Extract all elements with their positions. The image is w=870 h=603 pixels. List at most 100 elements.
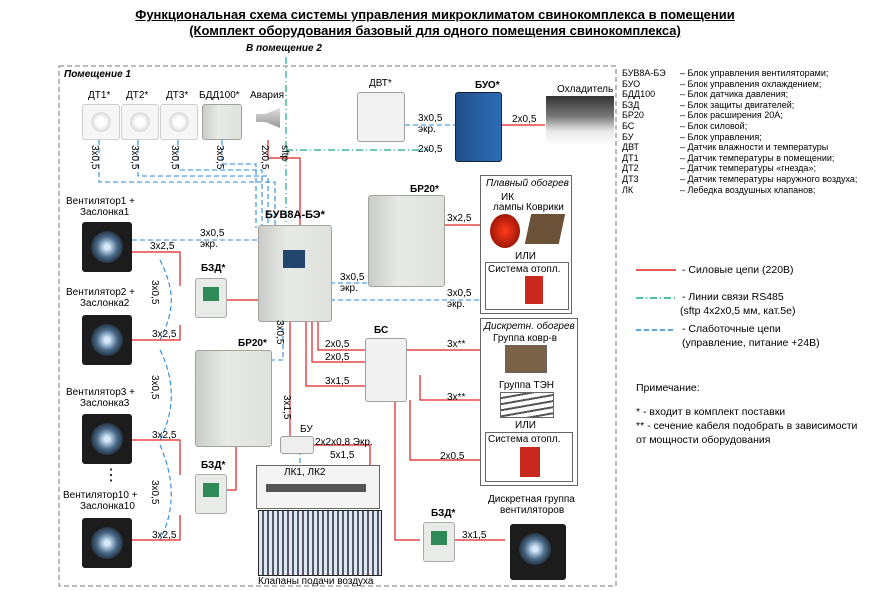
fan2-label: Вентилятор2 + bbox=[66, 287, 135, 298]
buv-display bbox=[283, 250, 305, 268]
legend-low: - Слаботочные цепи bbox=[682, 323, 781, 335]
bzd2-device bbox=[195, 474, 227, 514]
legend-abbr-value: – Блок силовой; bbox=[680, 121, 748, 131]
dgroup-label-b: вентиляторов bbox=[500, 505, 565, 516]
cable-mats: 3х** bbox=[447, 339, 466, 350]
mats-group-icon bbox=[505, 345, 547, 373]
buo-device bbox=[455, 92, 502, 162]
fan3-power bbox=[132, 439, 181, 475]
buv-bs-2 bbox=[311, 320, 365, 363]
legend-abbr-key: ДТ2 bbox=[622, 163, 639, 174]
legend-abbr-key: ДТ1 bbox=[622, 152, 639, 163]
boiler-icon bbox=[525, 276, 543, 304]
cable-dt3: 3х0,5 bbox=[169, 145, 180, 170]
buv-bs-3 bbox=[305, 320, 365, 387]
fan1-label-b: Заслонка1 bbox=[80, 207, 130, 218]
bzd3-label: БЗД* bbox=[431, 508, 456, 519]
ten-group-icon bbox=[500, 392, 554, 418]
cable-buv-br20a-ekr: экр. bbox=[340, 283, 358, 294]
lk-winch-icon bbox=[266, 484, 366, 492]
cooler-device bbox=[546, 96, 614, 146]
legend-abbr-value: – Блок управления; bbox=[680, 131, 762, 142]
note-2: ** - сечение кабеля подобрать в зависимо… bbox=[636, 420, 858, 432]
alarm-wire bbox=[267, 140, 301, 228]
valves-image bbox=[258, 510, 382, 576]
or2-label: ИЛИ bbox=[515, 420, 536, 431]
ir-label: ИК bbox=[501, 192, 515, 203]
cable-dvt: 3х0,5 bbox=[418, 113, 443, 124]
dt1-wire bbox=[98, 140, 276, 228]
cable-ten: 3х** bbox=[447, 392, 466, 403]
title-line1: Функциональная схема системы управления … bbox=[135, 7, 735, 22]
fan2-icon bbox=[82, 315, 132, 365]
note-1: * - входит в комплект поставки bbox=[636, 406, 786, 418]
cable-br20a: 3х2,5 bbox=[447, 213, 472, 224]
fan10-label-b: Заслонка10 bbox=[80, 501, 135, 512]
dt2-label: ДТ2* bbox=[126, 90, 149, 101]
legend-abbr-key: БУВ8А-БЭ bbox=[622, 68, 666, 78]
dt3-label: ДТ3* bbox=[166, 90, 189, 101]
fan-chain-2 bbox=[159, 349, 172, 441]
cable-bs2: 2х0,5 bbox=[325, 352, 350, 363]
heat1-label: Система отопл. bbox=[488, 264, 561, 275]
legend-abbr-key: БС bbox=[622, 121, 635, 131]
cable-sftp: sftp bbox=[279, 145, 290, 162]
cable-bu-lk2: 5х1,5 bbox=[330, 450, 355, 461]
bzd2-label: БЗД* bbox=[201, 460, 226, 471]
legend-abbr-value: – Блок управления охлаждением; bbox=[680, 78, 822, 89]
legend-rs485: - Линии связи RS485 bbox=[682, 291, 784, 303]
br20a-label: БР20* bbox=[410, 184, 439, 195]
legend-power: - Силовые цепи (220В) bbox=[682, 264, 794, 276]
boiler2-icon bbox=[520, 447, 540, 477]
cable-bu: 3х1,5 bbox=[281, 395, 292, 420]
legend-abbr-value: – Датчик температуры в помещении; bbox=[680, 152, 835, 163]
valves-label: Клапаны подачи воздуха bbox=[258, 576, 374, 587]
fan3-label-b: Заслонка3 bbox=[80, 398, 130, 409]
legend-abbr-key: БУ bbox=[622, 131, 634, 142]
legend-abbr-key: БДД100 bbox=[622, 89, 656, 100]
br20a-device bbox=[368, 195, 445, 287]
ir-label-b: лампы bbox=[493, 202, 524, 213]
legend-low-b: (управление, питание +24В) bbox=[682, 337, 820, 349]
note-3: от мощности оборудования bbox=[636, 434, 771, 446]
bdd-label: БДД100* bbox=[199, 90, 240, 101]
legend-abbr-key: ДВТ bbox=[622, 142, 639, 153]
cable-bzd3: 3х1,5 bbox=[462, 530, 487, 541]
heat2-label: Система отопл. bbox=[488, 434, 561, 445]
cable-fan1-ctrl-ekr: экр. bbox=[200, 239, 218, 250]
legend-abbr-key: ДТ3 bbox=[622, 174, 639, 184]
cable-heat1: 3х0,5 bbox=[447, 288, 472, 299]
cable-bu-lk1: 2х2х0,8 Экр. bbox=[315, 437, 373, 448]
fan3-label: Вентилятор3 + bbox=[66, 387, 135, 398]
cable-chain1: 3х0,5 bbox=[149, 280, 160, 305]
dgroup-label: Дискретная группа bbox=[488, 494, 575, 505]
cable-br20b: 3х0,5 bbox=[274, 320, 285, 345]
cable-heat2: 2х0,5 bbox=[440, 451, 465, 462]
legend-abbr-value: – Датчик влажности и температуры bbox=[680, 142, 829, 153]
dt2-wire bbox=[137, 140, 269, 228]
dt1-label: ДТ1* bbox=[88, 90, 111, 101]
bu-label: БУ bbox=[300, 424, 313, 435]
bzd1-device bbox=[195, 278, 227, 318]
smooth-label: Плавный обогрев bbox=[486, 178, 569, 189]
lk-label: ЛК1, ЛК2 bbox=[284, 467, 326, 478]
bdd-device bbox=[202, 104, 242, 140]
dt3-wire bbox=[177, 140, 263, 228]
cable-dt2: 3х0,5 bbox=[129, 145, 140, 170]
bs-ten bbox=[419, 375, 500, 401]
cable-rs485-buo: 2х0,5 bbox=[418, 144, 443, 155]
bs-bzd3 bbox=[394, 400, 420, 541]
fan10-power bbox=[132, 515, 181, 541]
cable-fan3-power: 3х2,5 bbox=[152, 430, 177, 441]
dvt-label: ДВТ* bbox=[369, 78, 392, 89]
cable-dt1: 3х0,5 bbox=[89, 145, 100, 170]
cable-bs1: 2х0,5 bbox=[325, 339, 350, 350]
cable-bs3: 3х1,5 bbox=[325, 376, 350, 387]
cable-dvt-ekr: экр. bbox=[418, 124, 436, 135]
room-border bbox=[58, 65, 617, 587]
fan2-power bbox=[132, 325, 181, 341]
or1-label: ИЛИ bbox=[515, 251, 536, 262]
buv-bs-1 bbox=[317, 320, 365, 351]
buv-label: БУВ8А-БЭ* bbox=[265, 209, 325, 221]
